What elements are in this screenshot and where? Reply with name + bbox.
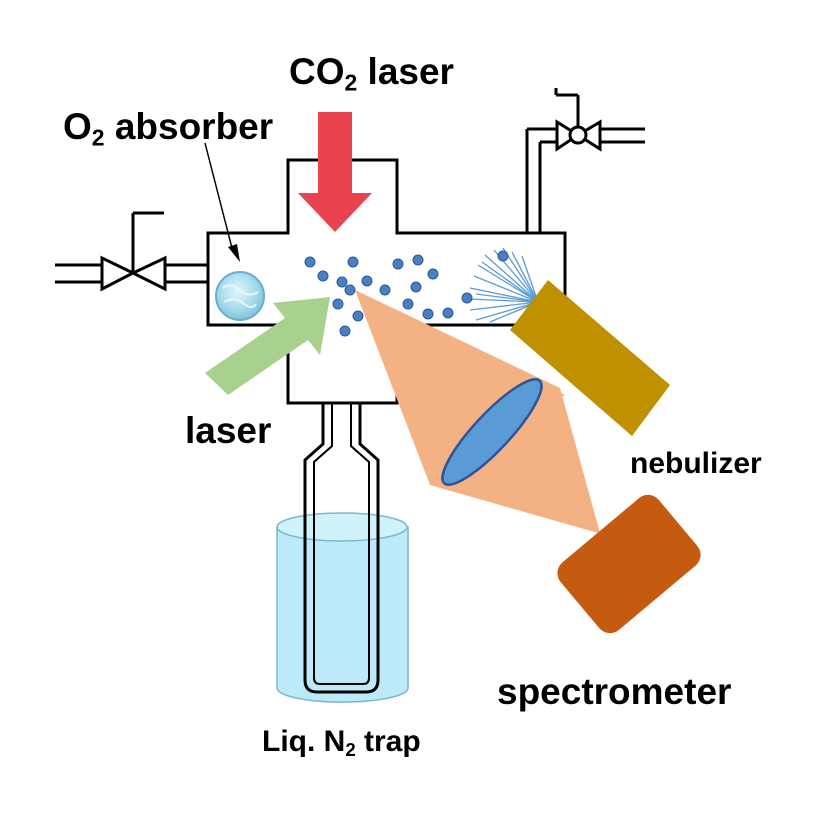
particles	[304, 250, 509, 337]
particle	[344, 284, 356, 296]
lens-icon	[441, 378, 543, 486]
right-gas-line	[525, 127, 645, 233]
co2-laser-label: CO2 laser	[289, 51, 454, 96]
particle	[412, 254, 424, 266]
trap-tube	[303, 403, 380, 694]
spectrometer-body	[557, 494, 701, 634]
particle	[392, 258, 404, 270]
particle	[379, 284, 391, 296]
o2-absorber-texture	[221, 284, 259, 308]
nebulizer-label: nebulizer	[630, 447, 762, 480]
ln2-trap	[276, 403, 409, 703]
particle	[461, 292, 473, 304]
particle	[347, 256, 359, 268]
nebulizer-body	[510, 280, 670, 436]
emission-cone-fill	[355, 290, 600, 533]
o2-absorber-pointer-head	[228, 244, 240, 262]
particle	[317, 270, 329, 282]
particle	[427, 268, 439, 280]
laser-label: laser	[185, 410, 272, 451]
o2-absorber-label: O2 absorber	[63, 106, 274, 151]
particle	[352, 310, 364, 322]
spectrometer-label: spectrometer	[497, 671, 732, 712]
particle	[361, 275, 373, 287]
particle	[442, 307, 454, 319]
particle	[336, 276, 348, 288]
ln2-trap-label: Liq. N2 trap	[262, 725, 421, 761]
ln2-liquid-surface	[276, 512, 408, 542]
laser-arrow	[205, 297, 330, 395]
co2-laser-arrow	[298, 112, 372, 232]
particle	[422, 308, 434, 320]
right-valve-icon[interactable]	[554, 88, 602, 152]
o2-absorber-disk	[215, 271, 265, 321]
particle	[402, 298, 414, 310]
particle	[339, 325, 351, 337]
particle	[497, 250, 509, 262]
trap-tube-inner	[313, 403, 370, 685]
ln2-liquid	[276, 526, 409, 703]
o2-absorber-pointer	[204, 142, 234, 253]
particle	[304, 256, 316, 268]
particle	[332, 298, 344, 310]
particle	[410, 281, 422, 293]
left-gas-line	[55, 263, 208, 284]
left-valve-icon[interactable]	[100, 211, 167, 292]
